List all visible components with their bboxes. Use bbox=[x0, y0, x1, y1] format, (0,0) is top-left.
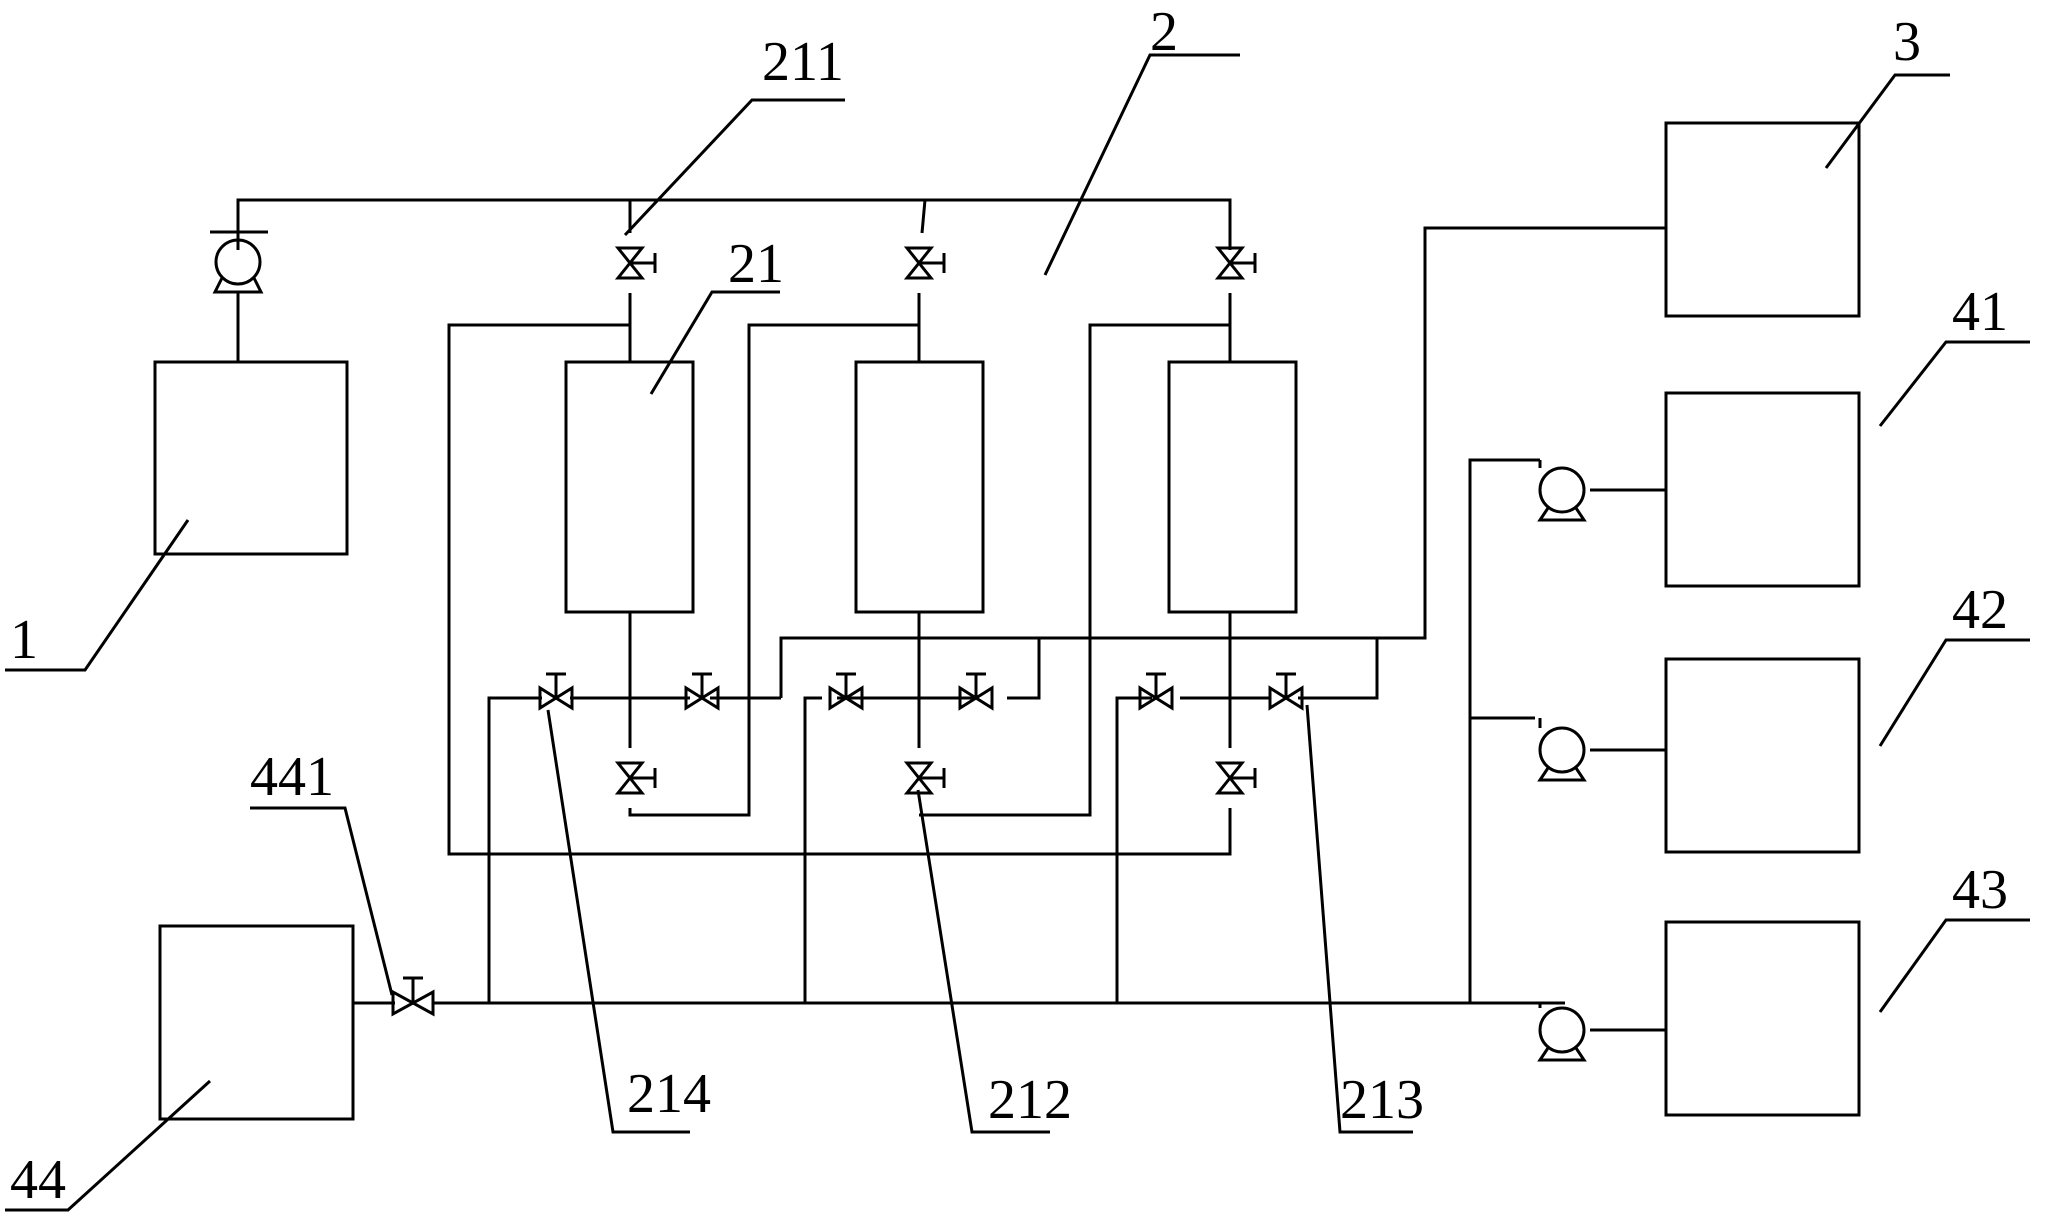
valve-213 bbox=[1268, 672, 1304, 711]
leader-lines bbox=[5, 53, 2030, 1212]
labels: 1 2 3 21 41 42 43 44 211 212 213 214 441 bbox=[10, 1, 2008, 1211]
valve-top-c bbox=[1214, 246, 1257, 280]
valve-bottom-c bbox=[1214, 761, 1257, 795]
label-441: 441 bbox=[250, 746, 334, 808]
valve-c-left bbox=[1138, 672, 1174, 711]
valve-211 bbox=[614, 246, 657, 280]
valve-212 bbox=[903, 761, 946, 795]
tank-41 bbox=[1664, 391, 1861, 588]
label-21: 21 bbox=[728, 233, 784, 295]
label-42: 42 bbox=[1952, 579, 2008, 641]
column-21a bbox=[564, 360, 695, 614]
tank-3 bbox=[1664, 121, 1861, 318]
valve-b-left bbox=[828, 672, 864, 711]
valve-214 bbox=[538, 672, 574, 711]
label-214: 214 bbox=[627, 1063, 711, 1125]
label-213: 213 bbox=[1340, 1069, 1424, 1131]
column-21b bbox=[854, 360, 985, 614]
label-44: 44 bbox=[10, 1149, 66, 1211]
pumps bbox=[210, 230, 1587, 1062]
valves bbox=[391, 246, 1304, 1017]
label-212: 212 bbox=[988, 1069, 1072, 1131]
pump-43 bbox=[1537, 1003, 1587, 1062]
valve-top-b bbox=[903, 246, 946, 280]
label-3: 3 bbox=[1893, 11, 1921, 73]
valve-bottom-a bbox=[614, 761, 657, 795]
tank-42 bbox=[1664, 657, 1861, 854]
tank-1 bbox=[153, 360, 349, 556]
valve-a-right bbox=[684, 672, 720, 711]
pump-42 bbox=[1537, 718, 1587, 782]
label-43: 43 bbox=[1952, 859, 2008, 921]
label-41: 41 bbox=[1952, 281, 2008, 343]
valve-441 bbox=[391, 976, 435, 1017]
column-21c bbox=[1167, 360, 1298, 614]
pump-feed bbox=[210, 230, 268, 294]
tank-43 bbox=[1664, 920, 1861, 1117]
piping bbox=[236, 198, 1666, 1032]
pump-41 bbox=[1537, 460, 1587, 522]
label-211: 211 bbox=[762, 31, 844, 93]
tank-44 bbox=[158, 924, 355, 1121]
valve-b-right bbox=[958, 672, 994, 711]
label-1: 1 bbox=[10, 609, 38, 671]
label-2: 2 bbox=[1150, 1, 1178, 63]
